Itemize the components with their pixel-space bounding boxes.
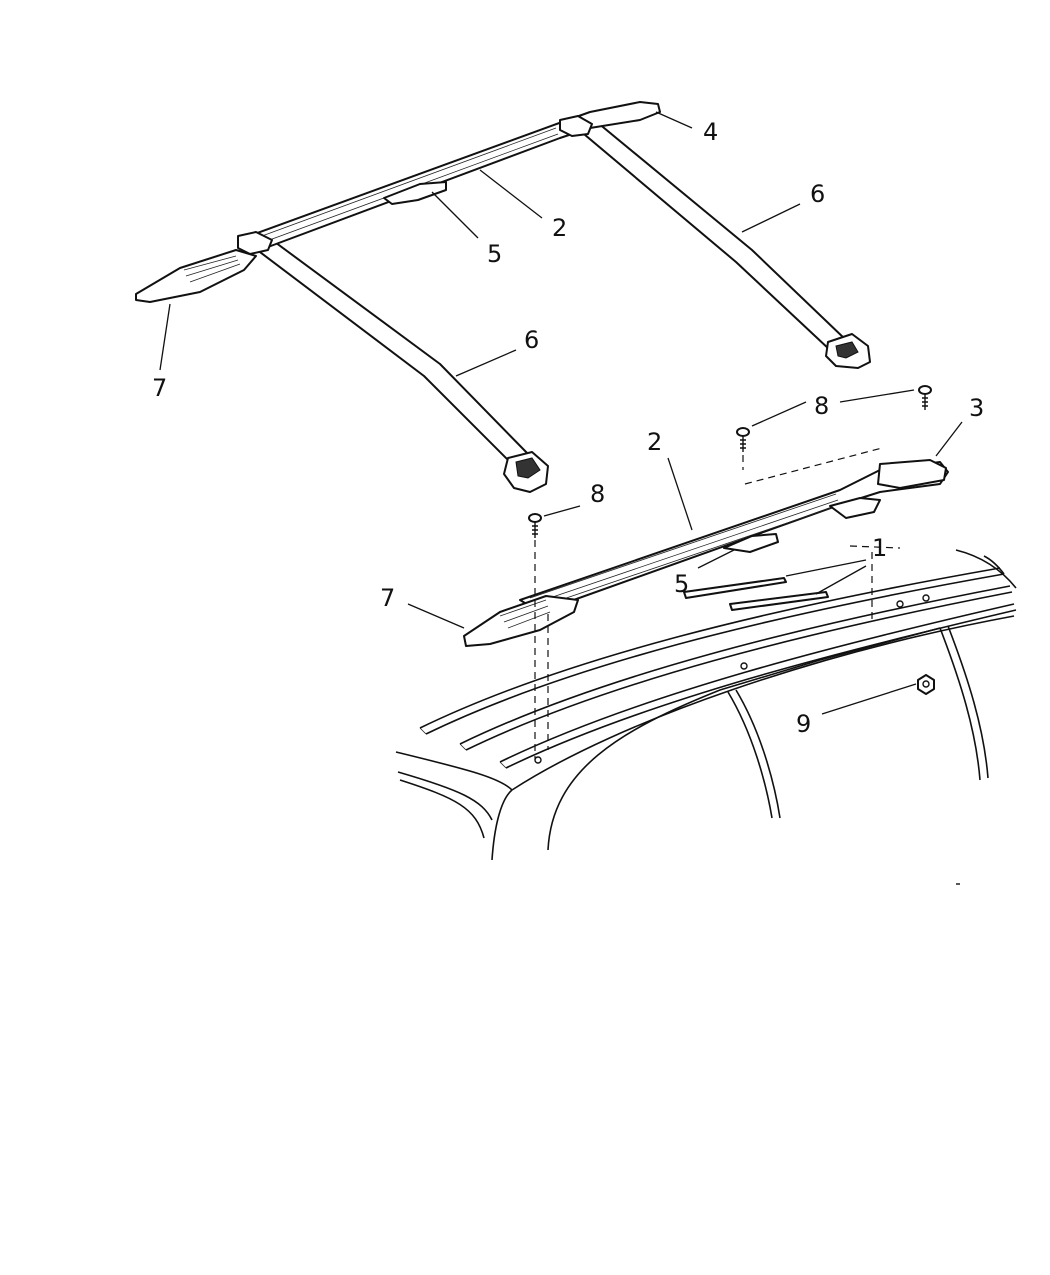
side-rail-lower (463, 459, 949, 647)
callout-8-left: 8 (590, 480, 605, 508)
callout-2-top: 2 (552, 214, 567, 242)
callout-labels: 4 6 2 5 6 7 8 3 2 8 1 5 7 9 (152, 118, 984, 738)
screw-lower-left (528, 513, 542, 538)
lower-side-rail-assembly (463, 385, 949, 760)
seal-strips (683, 577, 829, 611)
callout-8-right: 8 (814, 392, 829, 420)
crossbar-left (243, 233, 549, 493)
callout-5-side: 5 (674, 570, 689, 598)
screw-mid (736, 427, 750, 452)
callout-3: 3 (969, 394, 984, 422)
callout-4: 4 (703, 118, 718, 146)
leader-lines (159, 111, 963, 715)
callout-7-side: 7 (380, 584, 395, 612)
callout-7-top: 7 (152, 374, 167, 402)
assembly-centerlines (534, 447, 901, 760)
nut (917, 674, 935, 695)
screw-right (918, 385, 932, 410)
vehicle-roof-outline (395, 549, 1017, 885)
upper-roof-rack-assembly (135, 101, 871, 493)
callout-6-right: 6 (810, 180, 825, 208)
crossbar-right (571, 117, 871, 369)
callout-1: 1 (872, 534, 887, 562)
callout-6-left: 6 (524, 326, 539, 354)
side-rail-upper (135, 101, 661, 303)
callout-2-side: 2 (647, 428, 662, 456)
callout-5-top: 5 (487, 240, 502, 268)
callout-9: 9 (796, 710, 811, 738)
